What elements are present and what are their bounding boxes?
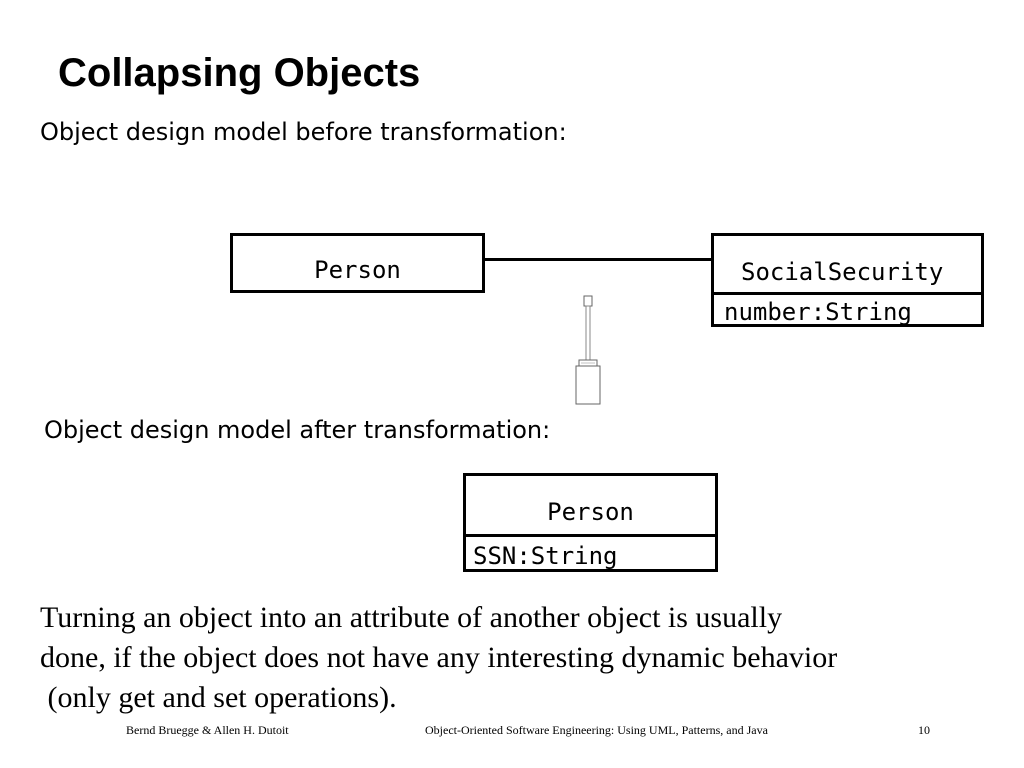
footer-page-number: 10 [918, 723, 930, 737]
before-transformation-label: Object design model before transformatio… [40, 118, 567, 146]
after-transformation-label: Object design model after transformation… [44, 416, 551, 444]
person-class-box: Person [230, 233, 485, 293]
social-security-attribute: number:String [724, 298, 912, 326]
person-merged-attribute: SSN:String [473, 542, 618, 570]
person-merged-class-name: Person [547, 498, 634, 526]
footer-book-title: Object-Oriented Software Engineering: Us… [425, 723, 768, 737]
explanation-line-1: Turning an object into an attribute of a… [40, 601, 783, 634]
slide-title: Collapsing Objects [58, 51, 421, 95]
transformation-arrow-icon [575, 295, 601, 405]
footer-authors: Bernd Bruegge & Allen H. Dutoit [126, 723, 289, 737]
social-security-attribute-compartment: number:String [711, 292, 984, 327]
person-merged-class-box: Person [463, 473, 718, 537]
person-merged-attribute-compartment: SSN:String [463, 534, 718, 572]
explanation-line-2: done, if the object does not have any in… [40, 641, 838, 674]
explanation-text: Turning an object into an attribute of a… [40, 598, 1000, 718]
person-class-name: Person [314, 256, 401, 284]
social-security-class-box: SocialSecurity [711, 233, 984, 295]
association-line [485, 258, 711, 261]
social-security-class-name: SocialSecurity [741, 258, 944, 286]
explanation-line-3: (only get and set operations). [40, 681, 397, 714]
